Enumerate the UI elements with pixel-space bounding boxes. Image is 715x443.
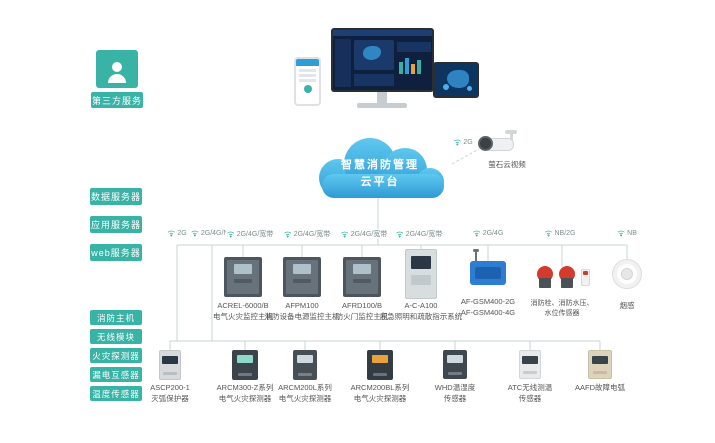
device-label: ASCP200-1 灭弧保护器 xyxy=(150,383,190,403)
network-label: 2G/4G xyxy=(471,229,505,237)
device-whd xyxy=(443,350,467,379)
person-icon xyxy=(108,56,126,83)
cloud-title-line2: 云平台 xyxy=(360,175,400,188)
fire-hydrant-sensor xyxy=(536,266,554,292)
category-label: 无线模块 xyxy=(90,329,142,344)
camera-label: 萤石云视频 xyxy=(488,160,526,169)
category-label: 温度传感器 xyxy=(90,386,142,401)
device-label: ARCM300-Z系列 电气火灾探测器 xyxy=(216,383,274,403)
device-afpm100 xyxy=(283,257,321,297)
device-aca100 xyxy=(405,249,437,299)
signal-icon xyxy=(396,231,404,238)
network-label: 2G/4G/宽带 xyxy=(282,229,332,239)
camera-network-label: 2G xyxy=(452,138,474,146)
device-ascp200 xyxy=(159,350,181,380)
signal-icon xyxy=(284,231,292,238)
third-party-icon-box xyxy=(96,50,138,88)
signal-icon xyxy=(453,139,461,146)
device-arcm200l xyxy=(293,350,317,380)
signal-icon xyxy=(341,231,349,238)
device-afrd100 xyxy=(343,257,381,297)
network-label: 2G xyxy=(166,229,188,237)
device-label: 烟感 xyxy=(619,301,635,310)
network-label: NB xyxy=(616,229,638,237)
desktop-monitor xyxy=(331,28,434,92)
device-label: AAFD故障电弧 xyxy=(574,383,625,392)
signal-icon xyxy=(473,230,481,237)
camera-stem xyxy=(510,133,513,140)
device-atc xyxy=(519,350,541,379)
device-label: WHD温湿度 传感器 xyxy=(434,383,476,403)
category-label: 漏电互感器 xyxy=(90,367,142,382)
smoke-detector xyxy=(612,259,642,289)
device-label: ARCM200BL系列 电气火灾探测器 xyxy=(350,383,410,403)
server-label: web服务器 xyxy=(90,244,142,261)
cloud-title-line1: 智慧消防管理 xyxy=(341,159,419,171)
device-label: ATC无线测温 传感器 xyxy=(507,383,553,403)
signal-icon xyxy=(167,230,175,237)
monitor-stand-base xyxy=(357,103,407,108)
server-label: 数据服务器 xyxy=(90,188,142,205)
device-acrel-6000 xyxy=(224,257,262,297)
device-arcm300z xyxy=(232,350,258,380)
device-label: AFPM100 消防设备电源监控主机 xyxy=(264,301,340,321)
device-label: ARCM200L系列 电气火灾探测器 xyxy=(278,383,332,403)
device-afgsm400 xyxy=(470,249,506,285)
cloud-platform-title: 智慧消防管理 云平台 xyxy=(302,157,458,190)
device-label: AF-GSM400-2G AF-GSM400-4G xyxy=(460,297,516,317)
network-label: 2G/4G/宽带 xyxy=(339,229,389,239)
server-label: 应用服务器 xyxy=(90,216,142,233)
dashboard-screen xyxy=(333,30,432,90)
tablet-map-screen xyxy=(435,64,477,96)
device-label: 消防栓、消防水压、水位传感器 xyxy=(530,300,594,318)
smartphone xyxy=(294,57,321,106)
network-label: 2G/4G/NB xyxy=(189,229,235,237)
camera-lens xyxy=(478,136,493,151)
camera-mount xyxy=(505,130,517,134)
device-aafd xyxy=(588,350,612,379)
signal-icon xyxy=(191,230,199,237)
network-label: 2G/4G/宽带 xyxy=(225,229,275,239)
device-label: A-C-A100 应急照明和疏散指示系统 xyxy=(379,301,463,321)
signal-icon xyxy=(617,230,625,237)
device-arcm200bl xyxy=(367,350,393,380)
category-label: 火灾探测器 xyxy=(90,348,142,363)
signal-icon xyxy=(545,230,552,237)
device-label: AFRD100/B 防火门监控主机 xyxy=(335,301,389,321)
signal-icon xyxy=(227,231,235,238)
water-level-sensor xyxy=(581,269,590,286)
third-party-label: 第三方服务 xyxy=(91,92,143,108)
device-label: ACREL-6000/B 电气火灾监控主机 xyxy=(213,301,273,321)
category-label: 消防主机 xyxy=(90,310,142,325)
cloud-shape xyxy=(319,138,444,198)
network-label: 2G/4G/宽带 xyxy=(394,229,444,239)
network-label: NB/2G xyxy=(543,229,577,237)
monitor-stand-neck xyxy=(377,92,387,104)
water-pressure-sensor xyxy=(558,266,576,292)
tablet xyxy=(433,62,479,98)
